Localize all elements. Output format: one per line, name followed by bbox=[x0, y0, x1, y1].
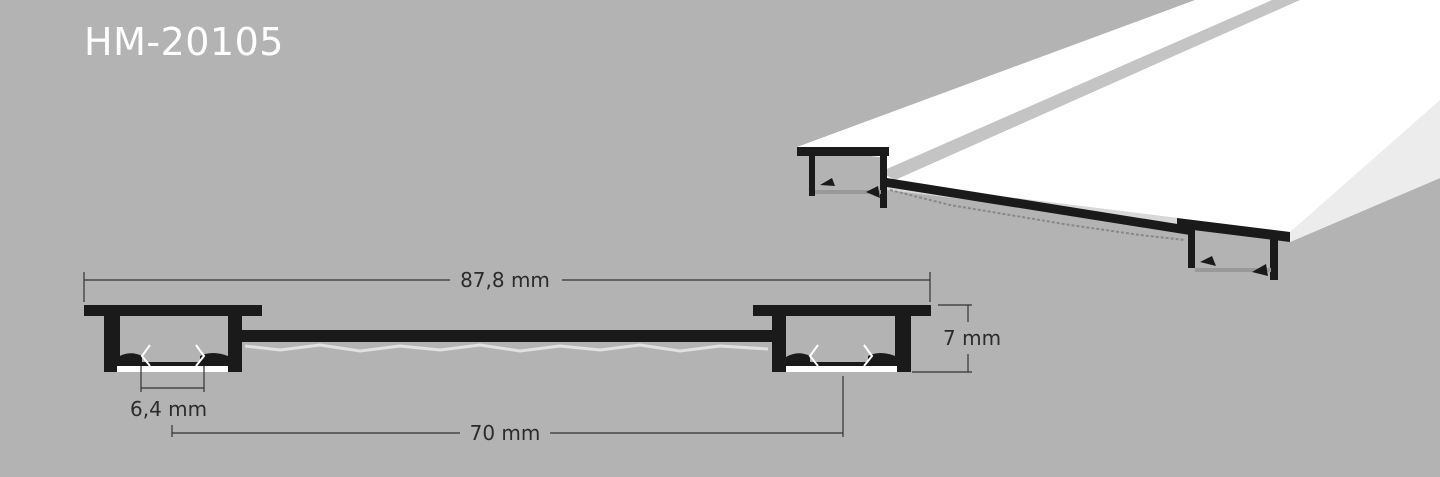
profile-3d-render bbox=[797, 0, 1440, 280]
product-title: HM-20105 bbox=[84, 20, 284, 64]
channel-spacing-label: 70 mm bbox=[470, 421, 541, 445]
height-label: 7 mm bbox=[943, 326, 1001, 350]
led-width-label: 6,4 mm bbox=[130, 397, 207, 421]
profile-cross-section bbox=[84, 305, 931, 372]
dimension-lines bbox=[83, 272, 972, 437]
overall-width-label: 87,8 mm bbox=[460, 268, 550, 292]
